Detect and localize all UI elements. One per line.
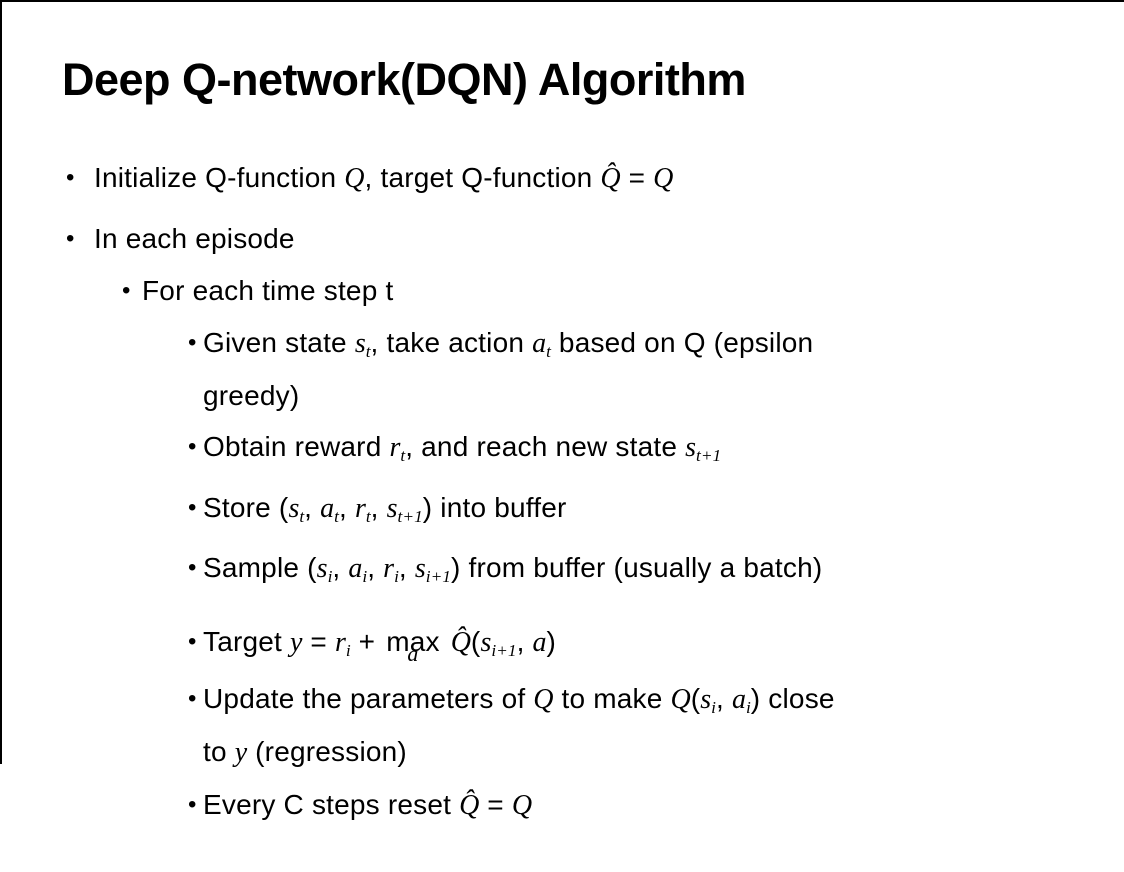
bullet-marker-icon: • bbox=[122, 277, 131, 304]
bullet-text: In each episode bbox=[94, 223, 295, 254]
bullet-text: Given state st, take action at based on … bbox=[203, 327, 814, 411]
bullet-marker-icon: • bbox=[188, 493, 197, 521]
bullet-item: •Sample (si, ai, ri, si+1) from buffer (… bbox=[0, 546, 1124, 599]
bullet-marker-icon: • bbox=[188, 791, 197, 819]
bullet-item: • For each time step t bbox=[0, 269, 1124, 313]
bullet-marker-icon: • bbox=[188, 432, 197, 460]
bullet-marker-icon: • bbox=[188, 685, 197, 713]
bullet-marker-icon: • bbox=[188, 329, 197, 356]
slide-title: Deep Q-network(DQN) Algorithm bbox=[62, 54, 746, 105]
bullet-item: • In each episode bbox=[0, 217, 1124, 261]
bullet-text: Update the parameters of Q to make Q(si,… bbox=[203, 683, 835, 769]
bullet-item: •Given state st, take action at based on… bbox=[0, 321, 1124, 418]
bullet-text: Initialize Q-function Q, target Q-functi… bbox=[94, 162, 674, 194]
bullet-item: •Update the parameters of Q to make Q(si… bbox=[0, 677, 1124, 775]
bullet-text: For each time step t bbox=[142, 275, 394, 306]
bullet-list: • Initialize Q-function Q, target Q-funct… bbox=[0, 156, 1124, 828]
bullet-marker-icon: • bbox=[66, 225, 75, 252]
bullet-text: Store (st, at, rt, st+1) into buffer bbox=[203, 491, 567, 526]
bullet-item: • Initialize Q-function Q, target Q-funct… bbox=[0, 156, 1124, 201]
bullet-marker-icon: • bbox=[66, 164, 75, 191]
bullet-text: Every C steps reset Q̂ = Q bbox=[203, 789, 533, 822]
bullet-marker-icon: • bbox=[188, 628, 197, 656]
bullet-item: •Store (st, at, rt, st+1) into buffer bbox=[0, 486, 1124, 539]
bullet-text: Sample (si, ai, ri, si+1) from buffer (u… bbox=[203, 551, 823, 586]
bullet-item: •Obtain reward rt, and reach new state s… bbox=[0, 425, 1124, 478]
bullet-text: Obtain reward rt, and reach new state st… bbox=[203, 430, 722, 465]
bullet-item: •Every C steps reset Q̂ = Q bbox=[0, 783, 1124, 828]
bullet-marker-icon: • bbox=[188, 553, 197, 581]
